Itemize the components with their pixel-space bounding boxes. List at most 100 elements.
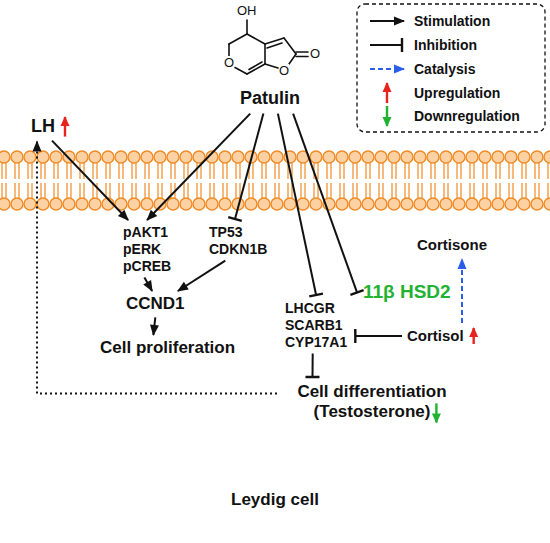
lipid-tail: [395, 183, 396, 199]
lipid-tail: [109, 183, 110, 199]
lipid-head: [63, 198, 75, 210]
lipid-tail: [417, 162, 418, 179]
lipid-tail: [313, 183, 314, 199]
lipid-head: [115, 151, 127, 163]
lipid-tail: [135, 162, 136, 179]
node-text: Cell differentiation (Testosterone): [282, 382, 462, 423]
lipid-tail: [131, 183, 132, 199]
lipid-tail: [443, 183, 444, 199]
lipid-head: [427, 151, 439, 163]
lipid-tail: [105, 162, 106, 179]
legend-frame: [357, 4, 545, 132]
legend-text: Catalysis: [414, 61, 475, 77]
lipid-tail: [408, 162, 409, 179]
lipid-tail: [547, 183, 548, 199]
lipid-head: [50, 151, 62, 163]
lipid-tail: [174, 162, 175, 179]
lipid-tail: [378, 183, 379, 199]
lipid-tail: [391, 162, 392, 179]
hormone-label: LH: [28, 114, 58, 140]
connector: [37, 142, 277, 394]
lipid-tail: [18, 162, 19, 179]
lipid-head: [89, 198, 101, 210]
lipid-head: [271, 151, 283, 163]
lipid-tail: [534, 183, 535, 199]
legend-samples: [357, 4, 545, 132]
lipid-tail: [57, 162, 58, 179]
lipid-tail: [430, 183, 431, 199]
lipid-tail: [187, 183, 188, 199]
lipid-tail: [417, 183, 418, 199]
lipid-tail: [200, 183, 201, 199]
outcome-label: Cell differentiation (Testosterone): [279, 380, 465, 425]
lipid-tail: [92, 162, 93, 179]
lipid-tail: [131, 162, 132, 179]
lipid-head: [466, 198, 478, 210]
lipid-tail: [486, 183, 487, 199]
lipid-tail: [157, 162, 158, 179]
lipid-head: [37, 198, 49, 210]
lipid-tail: [222, 162, 223, 179]
upregulation-sample: [386, 83, 388, 103]
lipid-tail: [499, 162, 500, 179]
lipid-tail: [447, 162, 448, 179]
stimulation-sample: [370, 20, 404, 22]
lipid-tail: [317, 162, 318, 179]
connector: [144, 277, 152, 291]
node-text: 11β HSD2: [363, 281, 451, 304]
lipid-tail: [40, 162, 41, 179]
patulin-structure: [229, 20, 308, 74]
lipid-head: [128, 151, 140, 163]
connector: [312, 353, 314, 377]
lipid-tail: [330, 162, 331, 179]
lipid-head: [11, 198, 23, 210]
lipid-tail: [213, 183, 214, 199]
lipid-head: [531, 198, 543, 210]
lipid-head: [284, 198, 296, 210]
connector: [52, 141, 128, 220]
lipid-head: [219, 198, 231, 210]
connector: [461, 259, 463, 323]
lipid-tail: [14, 183, 15, 199]
lipid-tail: [482, 162, 483, 179]
lipid-tail: [482, 183, 483, 199]
lipid-tail: [330, 183, 331, 199]
metabolite-label: Cortisol: [404, 325, 467, 347]
gene-group: TP53 CDKN1B: [206, 222, 270, 260]
lipid-tail: [521, 183, 522, 199]
lipid-tail: [382, 162, 383, 179]
atom-label: O: [279, 64, 289, 79]
metabolite-label: Cortisone: [414, 234, 490, 256]
lipid-tail: [339, 162, 340, 179]
lipid-head: [167, 198, 179, 210]
lipid-tail: [79, 183, 80, 199]
lipid-head: [232, 151, 244, 163]
lipid-head: [76, 198, 88, 210]
lipid-tail: [525, 183, 526, 199]
lipid-tail: [430, 162, 431, 179]
lipid-tail: [144, 183, 145, 199]
lipid-head: [0, 198, 10, 210]
lipid-head: [24, 198, 36, 210]
lipid-tail: [31, 162, 32, 179]
enzyme-label: 11β HSD2: [360, 279, 454, 306]
lipid-tail: [27, 162, 28, 179]
connector: [355, 335, 402, 337]
lipid-tail: [408, 183, 409, 199]
lipid-tail: [352, 183, 353, 199]
lipid-head: [349, 151, 361, 163]
lipid-tail: [209, 183, 210, 199]
lipid-tail: [53, 183, 54, 199]
lipid-tail: [96, 162, 97, 179]
lipid-tail: [343, 162, 344, 179]
lipid-tail: [265, 162, 266, 179]
lipid-head: [24, 151, 36, 163]
lipid-head: [401, 151, 413, 163]
lipid-head: [128, 198, 140, 210]
lipid-tail: [157, 183, 158, 199]
lipid-tail: [460, 183, 461, 199]
lipid-tail: [183, 183, 184, 199]
lipid-tail: [161, 183, 162, 199]
lipid-head: [89, 151, 101, 163]
lipid-head: [479, 151, 491, 163]
